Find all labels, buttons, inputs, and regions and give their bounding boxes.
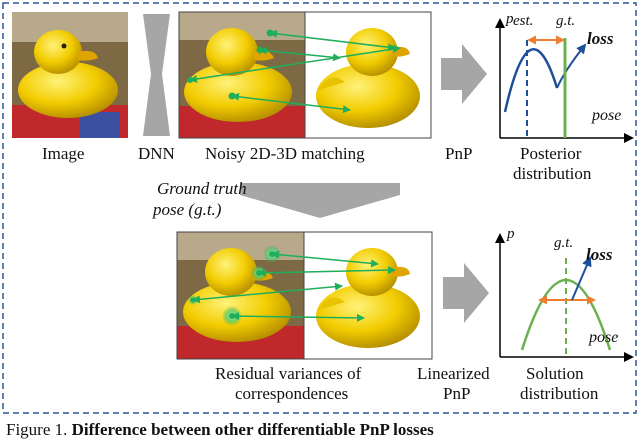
pnp-label: PnP bbox=[445, 144, 473, 163]
est-label: est. bbox=[513, 13, 534, 29]
pnp-arrow-top bbox=[441, 44, 487, 104]
top-correspondences bbox=[189, 29, 401, 114]
residual-label-2: correspondences bbox=[235, 384, 349, 403]
ground-truth-arrow bbox=[240, 183, 400, 218]
bottom-p-label: p bbox=[507, 226, 515, 242]
image-label: Image bbox=[42, 144, 85, 163]
matching-3d-model bbox=[304, 11, 432, 139]
bottom-keypoints bbox=[190, 251, 275, 319]
dnn-block bbox=[143, 14, 170, 136]
top-pose-label: pose bbox=[592, 107, 622, 124]
residual-label-1: Residual variances of bbox=[215, 364, 362, 383]
posterior-label-2: distribution bbox=[513, 164, 592, 183]
linearized-label-2: PnP bbox=[443, 384, 471, 403]
figure-caption: Figure 1. Difference between other diffe… bbox=[6, 420, 640, 440]
pnp-arrow-bottom bbox=[443, 263, 489, 323]
posterior-curve bbox=[503, 48, 559, 113]
linearized-label-1: Linearized bbox=[417, 364, 490, 383]
residual-3d-model bbox=[303, 231, 433, 360]
ground-truth-label-2: pose (g.t.) bbox=[153, 200, 222, 219]
gt-label-top: g.t. bbox=[556, 13, 576, 29]
top-p-label: p bbox=[506, 11, 514, 27]
posterior-label-1: Posterior bbox=[520, 144, 582, 163]
bottom-pose-label: pose bbox=[589, 329, 619, 346]
top-keypoints bbox=[187, 29, 274, 100]
dashed-frame bbox=[2, 2, 637, 414]
loss-label-bottom: loss bbox=[586, 245, 613, 264]
posterior-plot bbox=[495, 18, 634, 143]
matching-label: Noisy 2D-3D matching bbox=[205, 144, 365, 163]
caption-prefix: Figure 1. bbox=[6, 420, 68, 439]
solution-label-2: distribution bbox=[520, 384, 599, 403]
bottom-correspondences bbox=[192, 250, 396, 322]
caption-bold: Difference between other differentiable … bbox=[71, 420, 434, 439]
matching-photo bbox=[179, 12, 305, 138]
ground-truth-label-1: Ground truth bbox=[157, 179, 247, 198]
gt-label-bottom: g.t. bbox=[554, 235, 574, 251]
solution-label-1: Solution bbox=[526, 364, 584, 383]
dnn-label: DNN bbox=[138, 144, 175, 163]
input-image bbox=[12, 12, 128, 138]
loss-label-top: loss bbox=[587, 29, 614, 48]
solution-plot bbox=[495, 233, 634, 362]
